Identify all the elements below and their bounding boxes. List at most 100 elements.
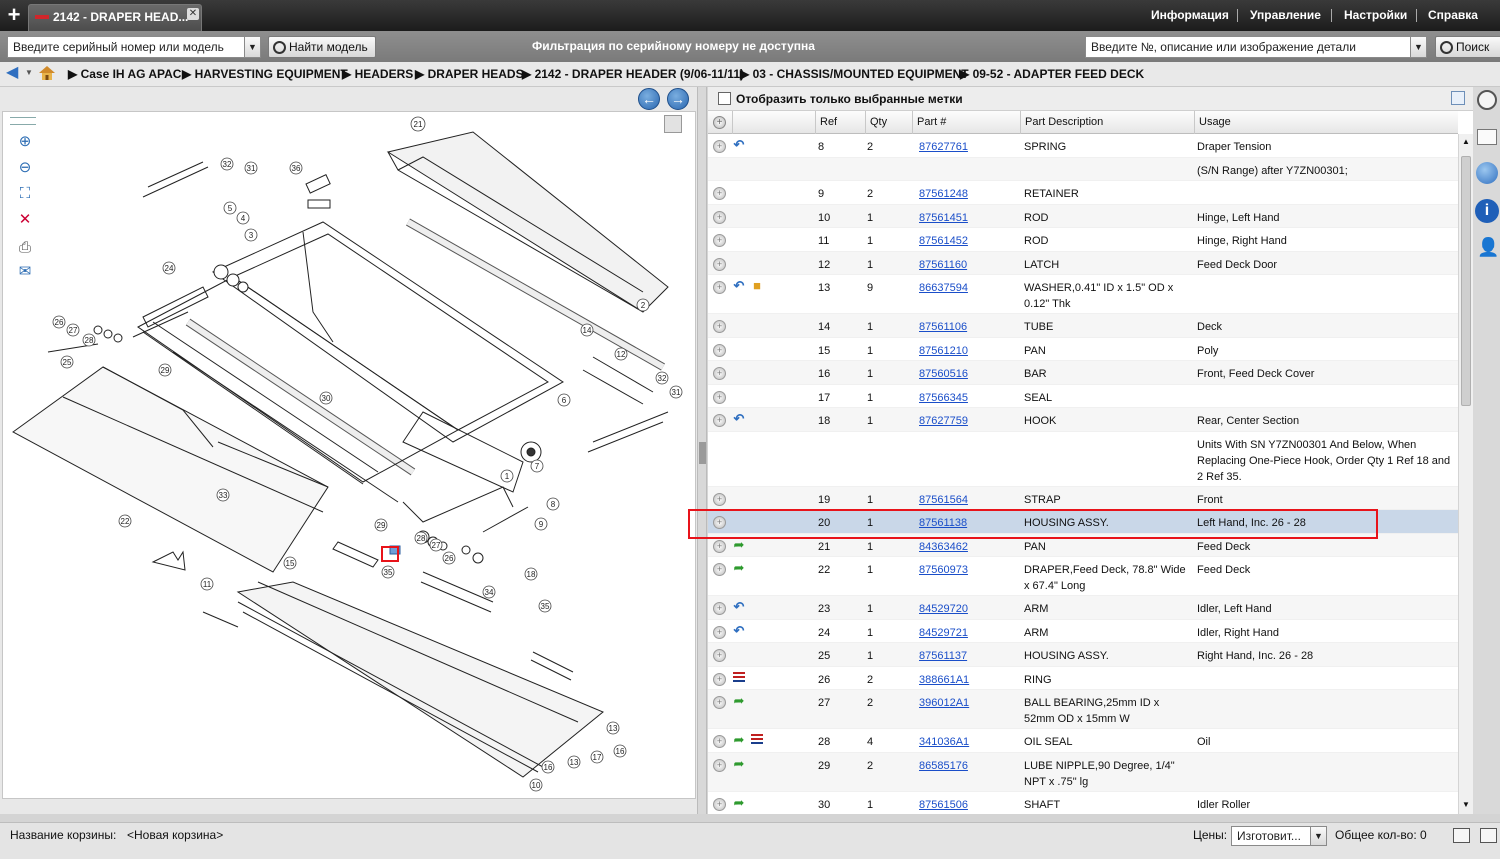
find-model-button[interactable]: Найти модель (268, 36, 376, 58)
home-icon[interactable] (38, 65, 56, 81)
add-to-cart-icon[interactable]: + (713, 625, 726, 639)
globe-icon[interactable] (1476, 162, 1498, 184)
scrollbar-thumb[interactable] (1461, 156, 1471, 406)
menu-info[interactable]: Информация (1151, 8, 1229, 22)
replacement-arrow-icon[interactable]: ➦ (733, 732, 745, 747)
replacement-arrow-icon[interactable]: ➦ (733, 560, 745, 575)
cell-part-link[interactable]: 341036A1 (919, 736, 970, 748)
add-to-cart-icon[interactable]: + (713, 320, 726, 333)
scroll-down-icon[interactable]: ▼ (1462, 800, 1470, 809)
add-to-cart-icon[interactable]: + (713, 414, 726, 427)
cell-part-link[interactable]: 86585176 (919, 759, 968, 772)
table-row[interactable]: Units With SN Y7ZN00301 And Below, When … (708, 432, 1458, 487)
parts-diagram[interactable]: 21 32 31 36 5 4 3 24 26 27 28 29 25 30 2… (2, 111, 696, 799)
replacement-arrow-icon[interactable]: ➦ (733, 693, 745, 708)
cart-name[interactable]: <Новая корзина> (127, 828, 224, 842)
search-button[interactable]: Поиск (1435, 36, 1500, 58)
add-to-cart-icon[interactable]: + (713, 281, 726, 294)
cell-part-link[interactable]: 84529721 (919, 626, 968, 639)
replacement-arrow-icon[interactable]: ➦ (733, 755, 745, 771)
crumb-3[interactable]: ▶ HEADERS (342, 67, 414, 81)
menu-manage[interactable]: Управление (1250, 8, 1321, 22)
add-to-cart-icon[interactable]: + (713, 516, 726, 529)
col-qty[interactable]: Qty (865, 111, 912, 134)
cell-part-link[interactable]: 84529720 (919, 603, 968, 615)
splitter-handle[interactable] (699, 442, 706, 464)
next-page-button[interactable]: → (667, 88, 689, 110)
menu-help[interactable]: Справка (1428, 8, 1478, 22)
crumb-7[interactable]: ▶ 09-52 - ADAPTER FEED DECK (960, 67, 1145, 81)
add-to-cart-icon[interactable]: + (713, 234, 726, 247)
cell-part-link[interactable]: 87561106 (919, 321, 968, 333)
add-to-cart-icon[interactable]: + (713, 343, 726, 357)
clear-hotspots-icon[interactable]: ✕ (18, 211, 32, 228)
substitute-arrow-icon[interactable]: ↶ (733, 622, 745, 638)
window-maximize-icon[interactable] (1480, 828, 1497, 843)
cell-part-link[interactable]: 87560516 (919, 368, 968, 380)
col-part[interactable]: Part # (912, 111, 1020, 134)
flag-icon[interactable] (732, 671, 746, 685)
cell-part-link[interactable]: 87566345 (919, 391, 968, 404)
chevron-down-icon[interactable]: ▼ (1410, 36, 1427, 58)
show-selected-checkbox[interactable] (718, 92, 731, 105)
cell-part-link[interactable]: 87561451 (919, 211, 968, 224)
prices-select[interactable]: Изготовит... (1231, 826, 1311, 846)
email-icon[interactable]: ✉ (18, 263, 32, 280)
substitute-arrow-icon[interactable]: ↶ (733, 137, 745, 152)
cell-part-link[interactable]: 87561137 (919, 650, 968, 662)
kit-box-icon[interactable]: ■ (753, 278, 761, 293)
cell-part-link[interactable]: 87627759 (919, 415, 968, 427)
add-to-cart-icon[interactable]: + (713, 187, 726, 200)
cell-part-link[interactable]: 87561138 (919, 517, 968, 529)
cell-part-link[interactable]: 87560973 (919, 564, 968, 576)
chevron-down-icon[interactable]: ▼ (244, 36, 261, 58)
serial-input[interactable]: Введите серийный номер или модель (7, 36, 245, 58)
add-to-cart-icon[interactable]: + (713, 563, 726, 576)
add-to-cart-icon[interactable]: + (713, 257, 726, 271)
cell-part-link[interactable]: 87627761 (919, 141, 968, 153)
substitute-arrow-icon[interactable]: ↶ (733, 278, 745, 293)
expand-all-icon[interactable]: + (713, 116, 726, 129)
add-to-cart-icon[interactable]: + (713, 390, 726, 404)
add-to-cart-icon[interactable]: + (713, 210, 726, 224)
cell-part-link[interactable]: 86637594 (919, 282, 968, 294)
new-tab-icon[interactable]: + (7, 2, 21, 27)
add-to-cart-icon[interactable]: + (713, 367, 726, 380)
menu-settings[interactable]: Настройки (1344, 8, 1408, 22)
add-to-cart-icon[interactable]: + (713, 696, 726, 709)
add-to-cart-icon[interactable]: + (713, 649, 726, 662)
add-to-cart-icon[interactable]: + (713, 602, 726, 615)
close-icon[interactable]: ✕ (187, 8, 199, 20)
cell-part-link[interactable]: 396012A1 (919, 697, 970, 709)
fullscreen-icon[interactable] (664, 115, 682, 133)
cell-part-link[interactable]: 388661A1 (919, 673, 970, 686)
add-to-cart-icon[interactable]: + (713, 672, 726, 686)
tab-draper-header[interactable]: 2142 - DRAPER HEAD... ✕ (28, 4, 202, 31)
add-to-cart-icon[interactable]: + (713, 797, 726, 811)
substitute-arrow-icon[interactable]: ↶ (733, 599, 745, 614)
window-restore-icon[interactable] (1453, 828, 1470, 843)
col-description[interactable]: Part Description (1020, 111, 1194, 134)
add-to-cart-icon[interactable]: + (713, 539, 726, 553)
zoom-out-icon[interactable]: ⊖ (18, 159, 32, 176)
part-search-input[interactable]: Введите №, описание или изображение дета… (1085, 36, 1411, 58)
add-to-cart-icon[interactable]: + (713, 140, 726, 153)
chevron-down-icon[interactable]: ▼ (25, 68, 33, 77)
